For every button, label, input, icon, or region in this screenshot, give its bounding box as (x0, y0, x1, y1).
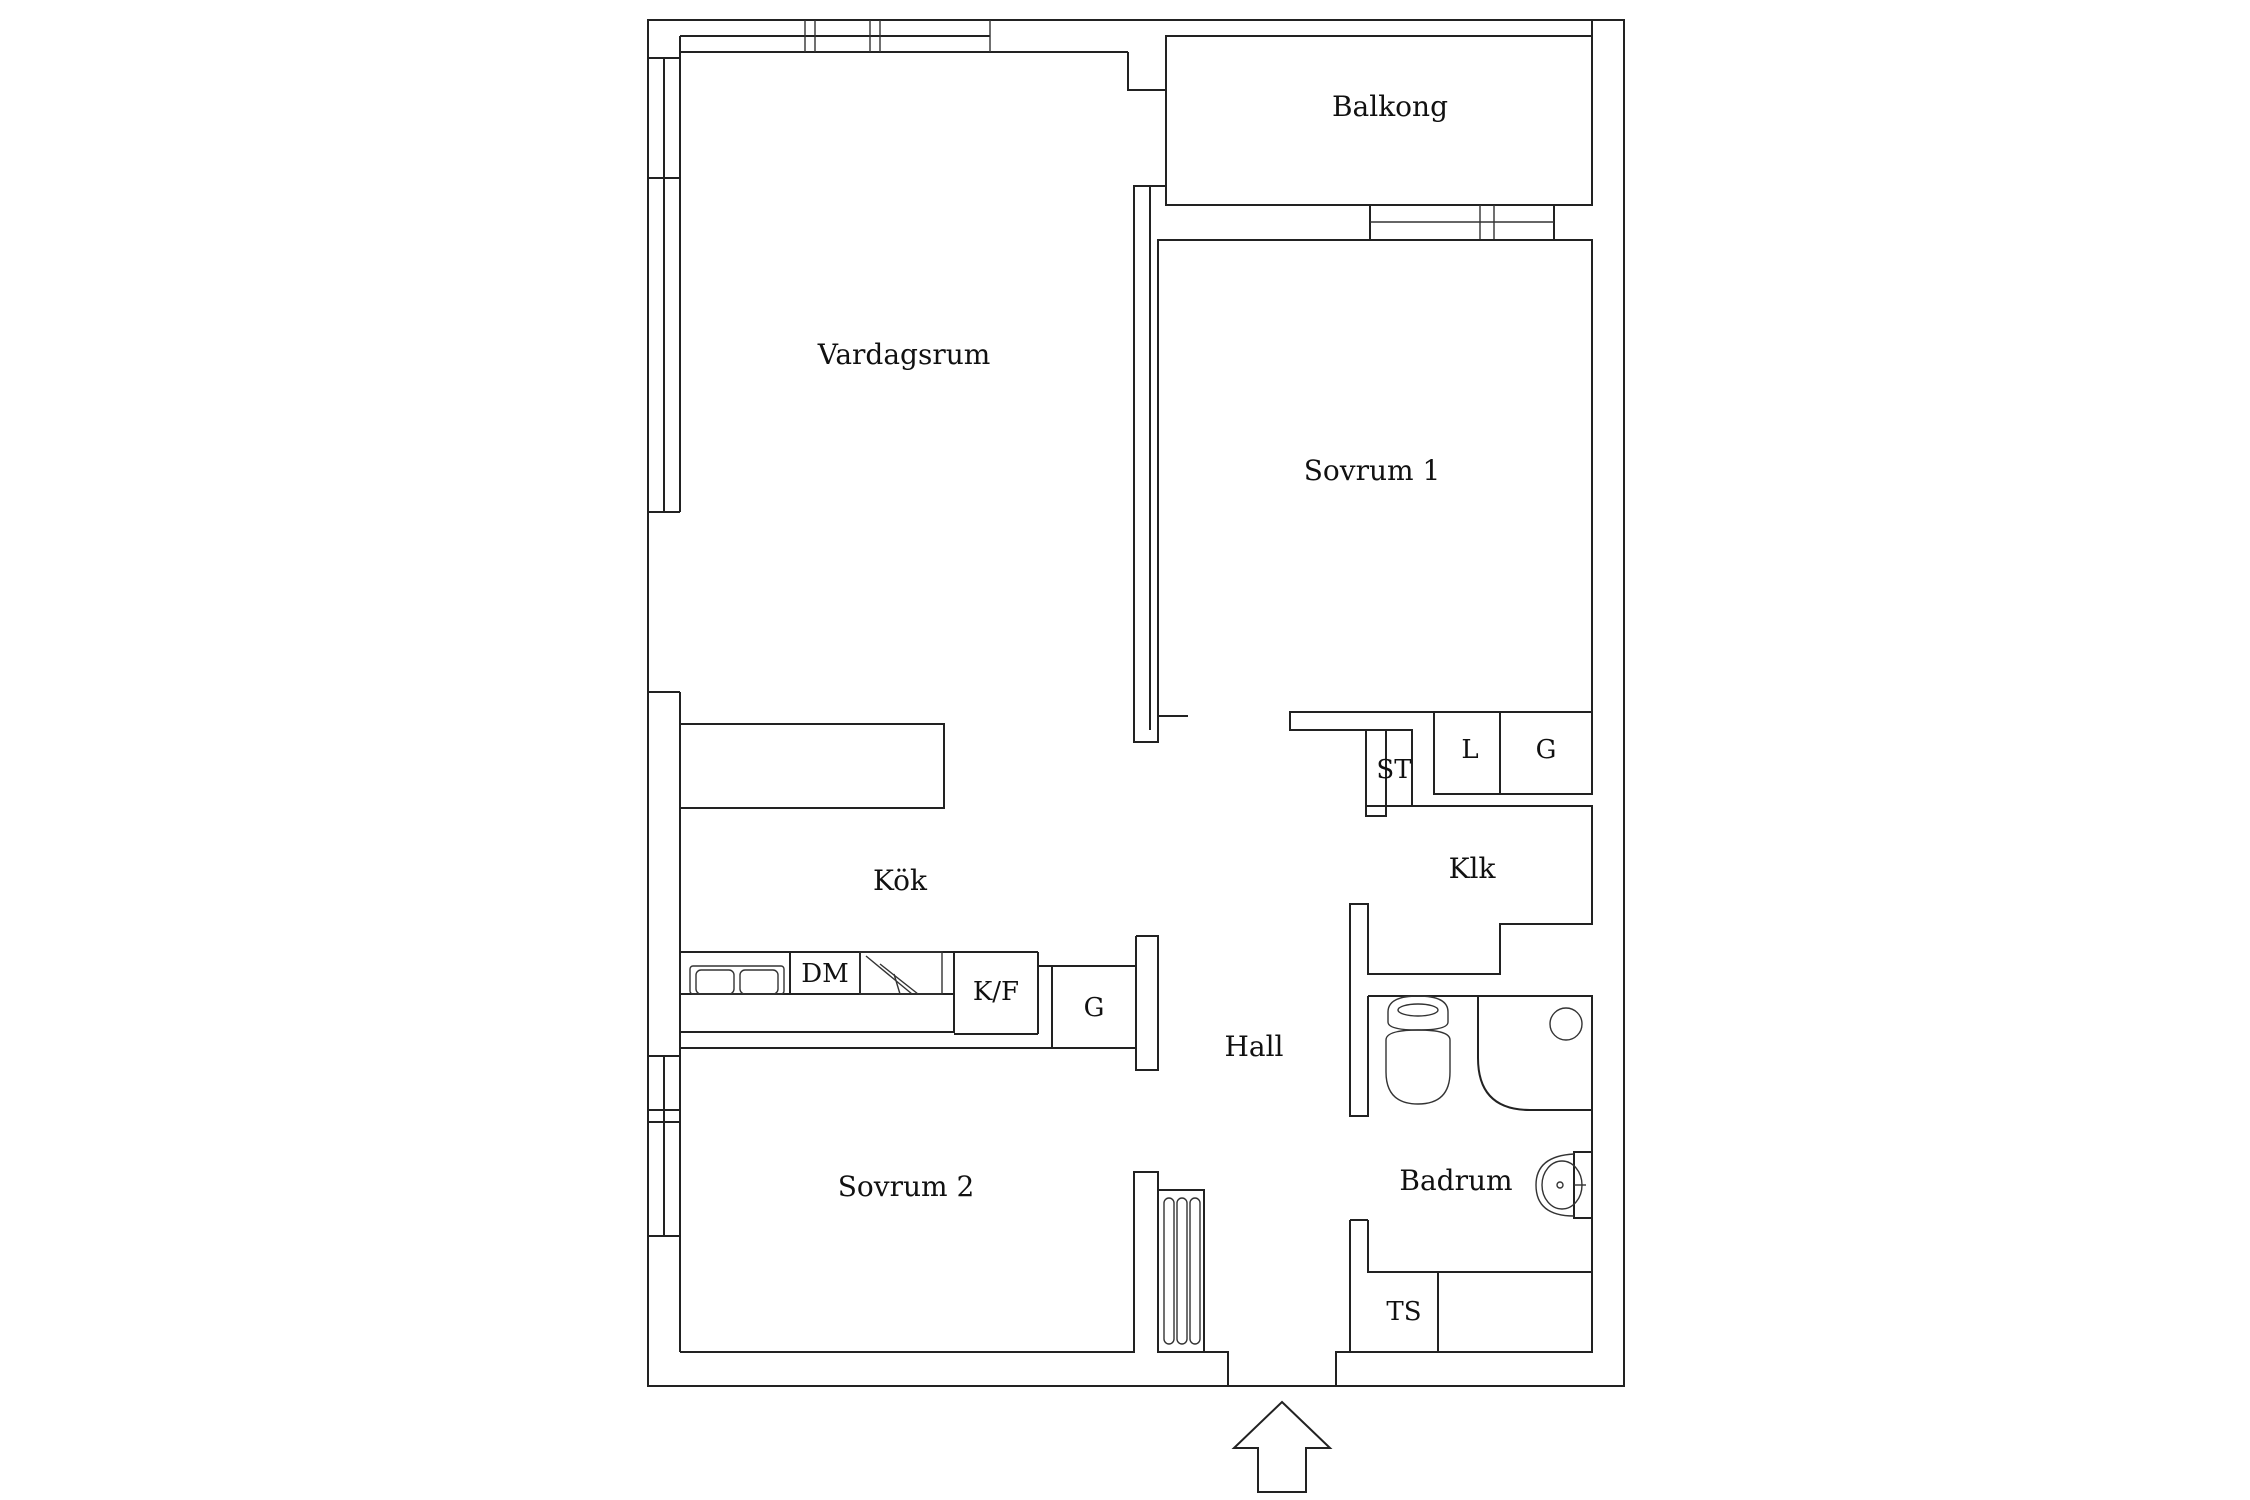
room-label-badrum: Badrum (1399, 1164, 1512, 1197)
room-label-sovrum2: Sovrum 2 (838, 1170, 975, 1203)
balcony-outline (1165, 35, 1593, 206)
kitchen-island (679, 723, 945, 809)
room-label-klk: Klk (1449, 852, 1497, 885)
fixture-label-kf: K/F (973, 977, 1019, 1007)
fixture-label-l: L (1461, 735, 1478, 765)
outer-wall (647, 19, 1625, 1387)
fixture-label-g-kitchen: G (1084, 993, 1105, 1023)
room-label-balkong: Balkong (1332, 90, 1448, 123)
fixture-label-st: ST (1376, 755, 1412, 785)
bedroom1-wall (1157, 239, 1593, 817)
kitchen-sink-icon (689, 965, 785, 995)
partition-living-bedroom1 (1127, 52, 1166, 91)
balcony-door (1369, 205, 1555, 240)
fixture-label-g-closet: G (1536, 735, 1557, 765)
toilet-icon (1385, 995, 1451, 1105)
radiator-icon (1157, 1189, 1205, 1353)
klk-wall (1349, 805, 1593, 1117)
room-label-hall: Hall (1224, 1030, 1283, 1063)
fixture-label-ts: TS (1386, 1297, 1421, 1327)
room-label-kok: Kök (873, 864, 928, 897)
room-label-sovrum1: Sovrum 1 (1304, 454, 1441, 487)
fixture-label-dm: DM (801, 959, 848, 989)
kitchen-hall-wall (680, 935, 1159, 1071)
entrance-arrow-icon (1231, 1400, 1333, 1493)
stove-icon (859, 951, 943, 995)
shower-icon (1477, 995, 1593, 1111)
room-label-vardagsrum: Vardagsrum (817, 338, 991, 371)
washbasin-icon (1535, 1151, 1593, 1219)
top-wall (679, 20, 1593, 205)
left-wall (648, 52, 681, 1352)
